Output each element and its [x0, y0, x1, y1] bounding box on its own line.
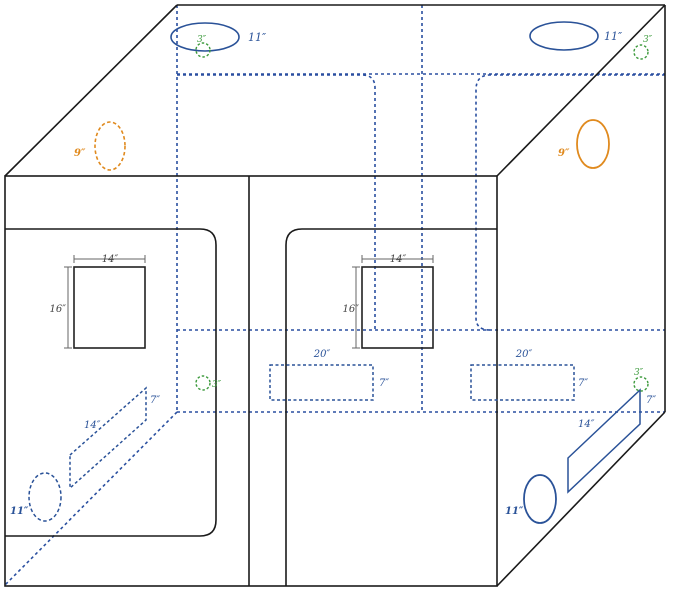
circle-port-icon: [170, 22, 240, 52]
top-right-edge: [496, 4, 666, 177]
front-face: [4, 175, 498, 587]
circle-port-icon: [633, 376, 649, 392]
circle-port-icon: [94, 121, 126, 171]
top-left-port-label: 11″: [248, 31, 267, 44]
rect-vent-icon: [69, 386, 147, 490]
rect-vent-icon: [470, 364, 575, 401]
top-left-edge: [4, 4, 178, 177]
rect-vent-icon: [269, 364, 374, 401]
window-icon: [361, 266, 434, 349]
rect-vent-icon: [567, 388, 641, 494]
back-small-port-label: 3″: [212, 380, 222, 390]
window-icon: [73, 266, 146, 349]
vent-left-height-label: 7″: [379, 378, 389, 389]
circle-port-icon: [523, 474, 557, 524]
bottom-right-port-label: 11″: [505, 506, 524, 517]
bottom-left-port-label: 11″: [10, 506, 29, 517]
ports: [28, 21, 649, 524]
right-bottom-edge: [496, 411, 666, 587]
circle-port-icon: [633, 44, 649, 60]
side-vent-left-width-label: 14″: [84, 420, 101, 431]
top-right-small-label: 3″: [643, 35, 653, 45]
right-side-port-label: 9″: [558, 148, 570, 159]
front-left-door: [5, 228, 217, 537]
vents: [69, 364, 575, 490]
labels: 11″ 3″ 11″ 3″ 9″ 9″ 3″ 20″ 7″ 20″ 7″ 14″…: [10, 30, 656, 517]
left-bottom-edge: [4, 411, 178, 586]
circle-port-icon: [529, 21, 599, 51]
front-right-door: [285, 228, 497, 586]
vent-left-width-label: 20″: [313, 349, 331, 360]
window-left-width-label: 14″: [102, 254, 119, 265]
tent-frame: [4, 4, 666, 587]
top-left-small-label: 3″: [197, 35, 207, 45]
side-vent-right-width-label: 14″: [578, 419, 595, 430]
circle-port-icon: [195, 375, 211, 391]
windows: 14″ 16″ 14″ 16″: [50, 254, 434, 349]
window-right-height-label: 16″: [343, 304, 360, 315]
circle-port-icon: [195, 42, 211, 58]
side-vent-right-height-label: 7″: [646, 395, 656, 406]
top-right-port-label: 11″: [604, 30, 623, 43]
back-right-door: [475, 74, 665, 331]
vent-right-width-label: 20″: [515, 349, 533, 360]
hidden-edges: [4, 5, 665, 586]
window-left-height-label: 16″: [50, 304, 67, 315]
vent-right-height-label: 7″: [578, 378, 588, 389]
circle-port-icon: [28, 472, 62, 522]
left-side-port-label: 9″: [74, 148, 86, 159]
window-right-width-label: 14″: [390, 254, 407, 265]
side-vent-left-height-label: 7″: [150, 395, 160, 406]
back-left-door: [177, 74, 376, 330]
circle-port-icon: [576, 119, 610, 169]
side-right-small-label: 3″: [634, 368, 644, 378]
